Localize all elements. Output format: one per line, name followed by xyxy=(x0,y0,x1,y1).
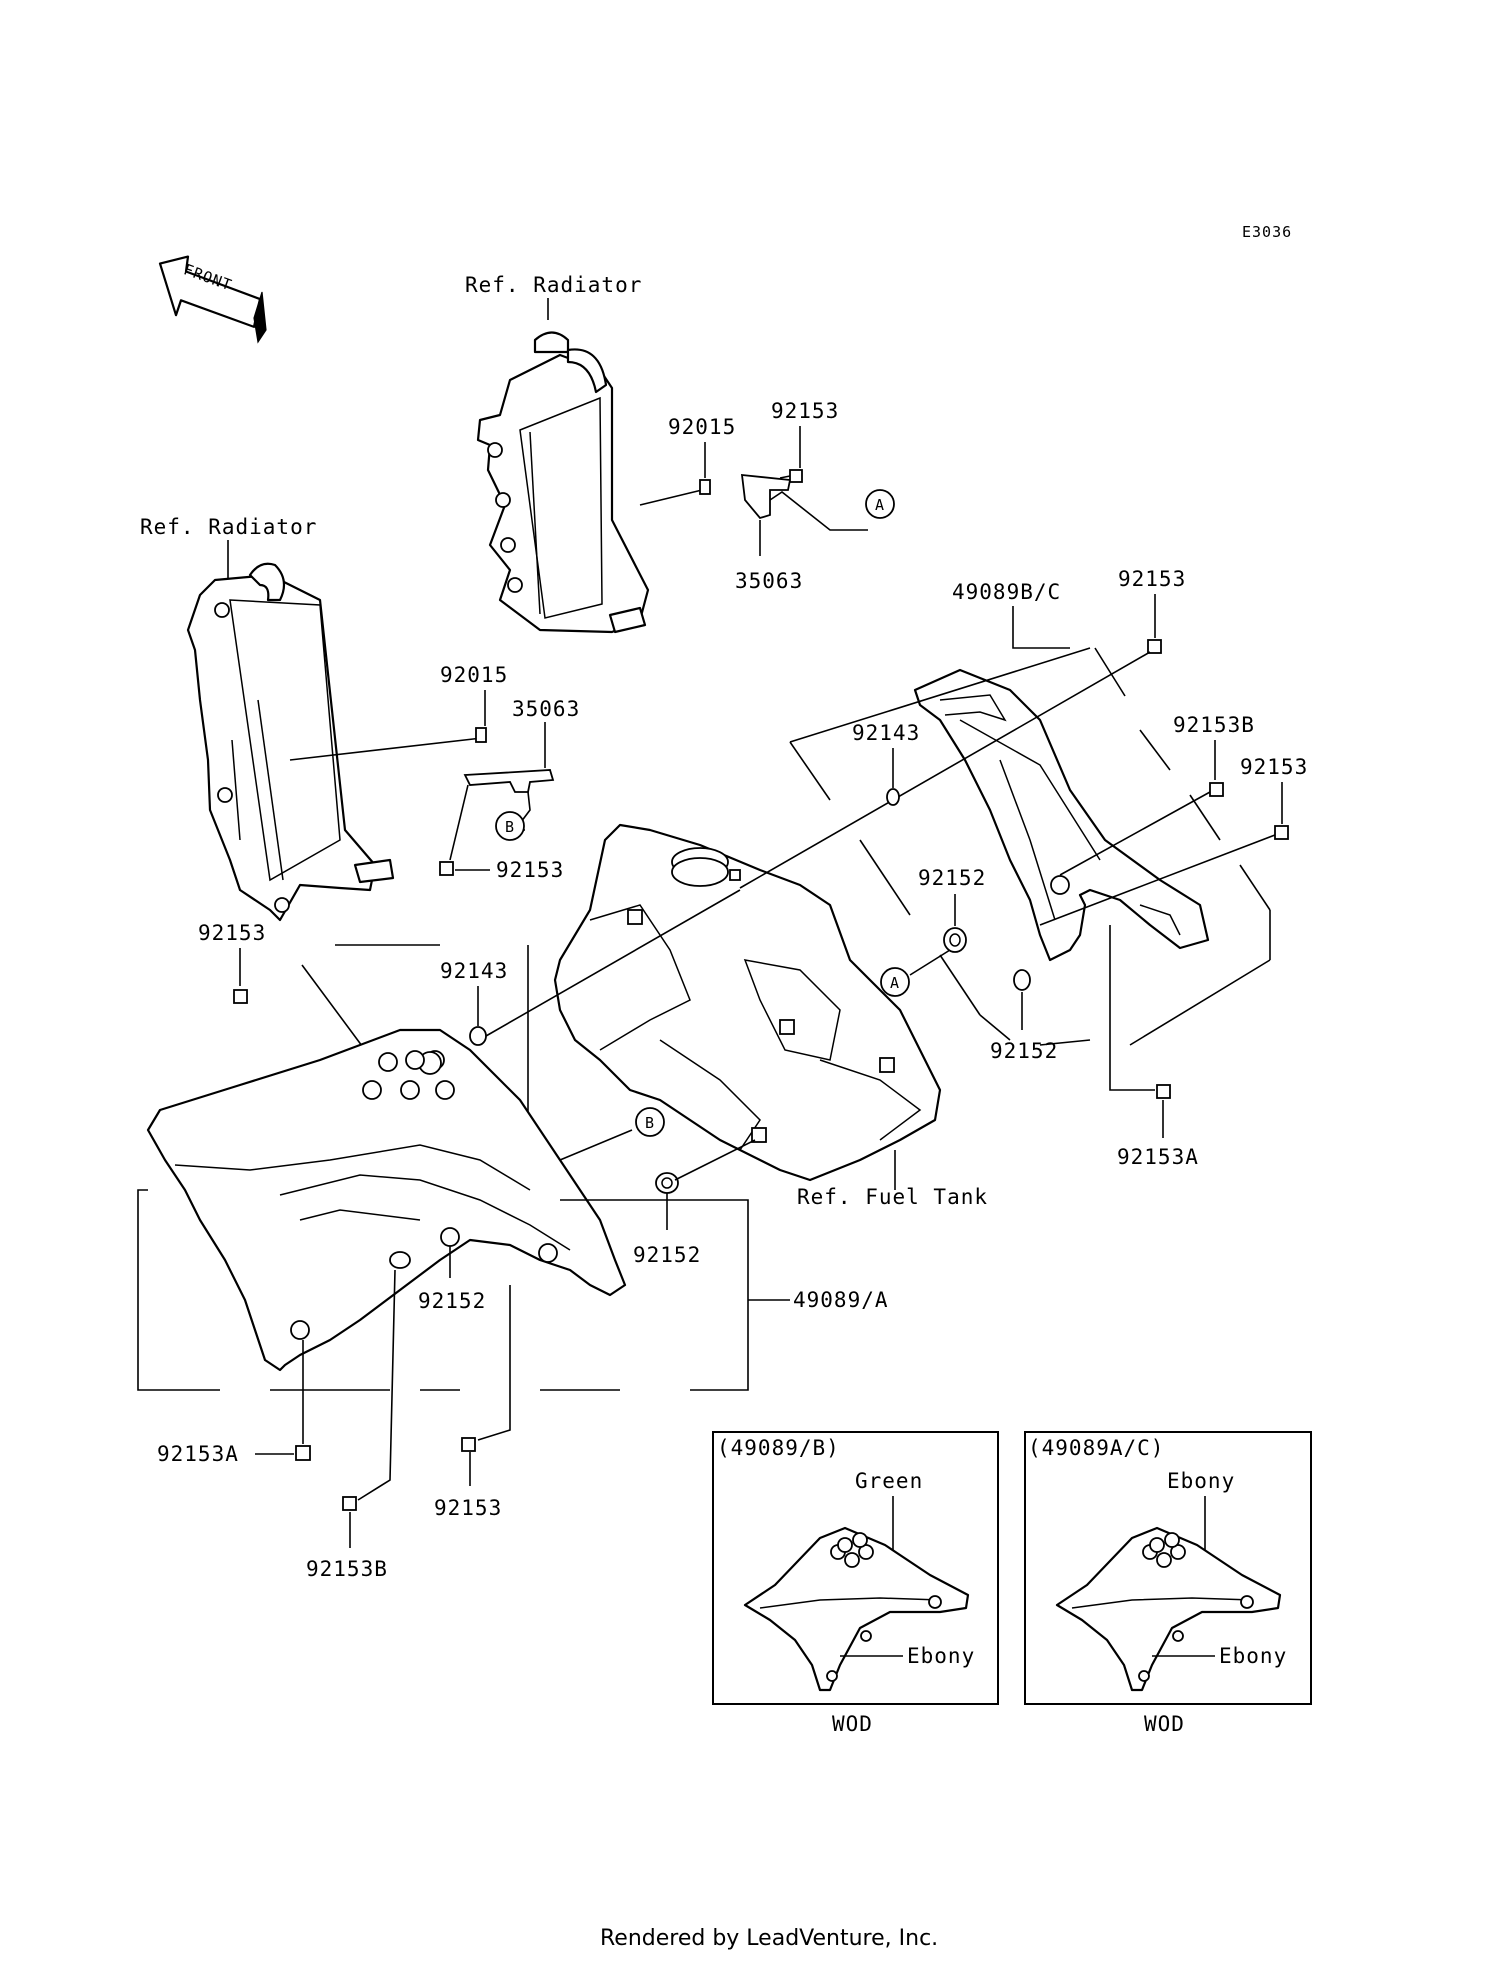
ref-radiator-upper-label: Ref. Radiator xyxy=(465,273,642,297)
part-92153b-bottom: 92153B xyxy=(306,1557,388,1581)
part-92152-right: 92152 xyxy=(918,866,986,890)
bolt-92153b-bottom-icon xyxy=(342,1496,357,1511)
part-92153a-right: 92153A xyxy=(1117,1145,1199,1169)
ref-fuel-tank-label: Ref. Fuel Tank xyxy=(797,1185,988,1209)
inset-49089b: (49089/B) Green Ebony WOD xyxy=(712,1431,999,1736)
svg-text:B: B xyxy=(645,1114,655,1132)
bolt-92153-lower-left-icon xyxy=(233,989,248,1004)
part-92152-mid: 92152 xyxy=(633,1243,701,1267)
footer-credit: Rendered by LeadVenture, Inc. xyxy=(600,1926,938,1951)
washer-92152-low-icon xyxy=(440,1227,460,1247)
shroud-right-49089bc xyxy=(913,668,1210,962)
part-92143-right: 92143 xyxy=(852,721,920,745)
inset-49089ac-top-color: Ebony xyxy=(1167,1469,1235,1493)
bolt-92153b-right-icon xyxy=(1209,782,1224,797)
inset-49089b-top-color: Green xyxy=(855,1469,923,1493)
clip-92015-left xyxy=(475,727,487,743)
inset-49089ac-code: WOD xyxy=(1144,1712,1185,1736)
bracket-35063-left xyxy=(463,769,555,793)
part-92153-left: 92153 xyxy=(496,858,564,882)
svg-text:B: B xyxy=(505,818,515,836)
washer-92152-right-icon xyxy=(943,927,967,953)
inset-49089ac-title: (49089A/C) xyxy=(1028,1436,1164,1460)
inset-49089b-code: WOD xyxy=(832,1712,873,1736)
diagram-id: E3036 xyxy=(1242,223,1292,241)
part-92015-left: 92015 xyxy=(440,663,508,687)
bolt-92153-left-icon xyxy=(439,861,454,876)
part-49089bc: 49089B/C xyxy=(952,580,1061,604)
part-92015-upper: 92015 xyxy=(668,415,736,439)
ref-radiator-left-label: Ref. Radiator xyxy=(140,515,317,539)
inset-49089b-title: (49089/B) xyxy=(717,1436,840,1460)
front-arrow-icon: FRONT xyxy=(158,255,267,344)
callout-a-mid: A xyxy=(880,967,910,997)
radiator-left xyxy=(186,562,395,922)
part-92153-bottom: 92153 xyxy=(434,1496,502,1520)
part-92153-lower-left: 92153 xyxy=(198,921,266,945)
part-92153-right: 92153 xyxy=(1118,567,1186,591)
callout-a-upper: A xyxy=(865,489,895,519)
part-35063-left: 35063 xyxy=(512,697,580,721)
part-92152-low: 92152 xyxy=(418,1289,486,1313)
shroud-left-49089a xyxy=(146,1028,627,1372)
washer-92152-right2-icon xyxy=(1013,969,1031,991)
bolt-92153a-right-icon xyxy=(1156,1084,1171,1099)
inset-49089ac: (49089A/C) Ebony Ebony WOD xyxy=(1024,1431,1312,1736)
part-35063-upper: 35063 xyxy=(735,569,803,593)
bolt-92153-far-right-icon xyxy=(1274,825,1289,840)
bolt-92153-right-icon xyxy=(1147,639,1162,654)
grommet-92143-right-icon xyxy=(886,788,900,806)
clip-92015-upper xyxy=(699,479,711,495)
svg-text:A: A xyxy=(875,496,885,514)
fuel-tank xyxy=(553,823,942,1182)
inset-49089ac-bottom-color: Ebony xyxy=(1219,1644,1287,1668)
part-92153-far-right: 92153 xyxy=(1240,755,1308,779)
bolt-92153-bottom-icon xyxy=(461,1437,476,1452)
part-49089a: 49089/A xyxy=(793,1288,889,1312)
svg-text:A: A xyxy=(890,974,900,992)
bolt-92153-upper-icon xyxy=(779,469,803,483)
bolt-92153a-bottom-left-icon xyxy=(295,1445,311,1461)
callout-b-mid: B xyxy=(635,1107,665,1137)
part-92152-right2: 92152 xyxy=(990,1039,1058,1063)
washer-92152-mid-icon xyxy=(655,1172,679,1194)
radiator-upper xyxy=(476,331,650,634)
grommet-92143-left-icon xyxy=(469,1026,487,1046)
inset-49089b-bottom-color: Ebony xyxy=(907,1644,975,1668)
part-92153-upper: 92153 xyxy=(771,399,839,423)
bracket-35063-upper xyxy=(740,473,792,520)
part-92153a-bottom-left: 92153A xyxy=(157,1442,239,1466)
part-92153b-right: 92153B xyxy=(1173,713,1255,737)
part-92143-left: 92143 xyxy=(440,959,508,983)
callout-b-left: B xyxy=(495,811,525,841)
